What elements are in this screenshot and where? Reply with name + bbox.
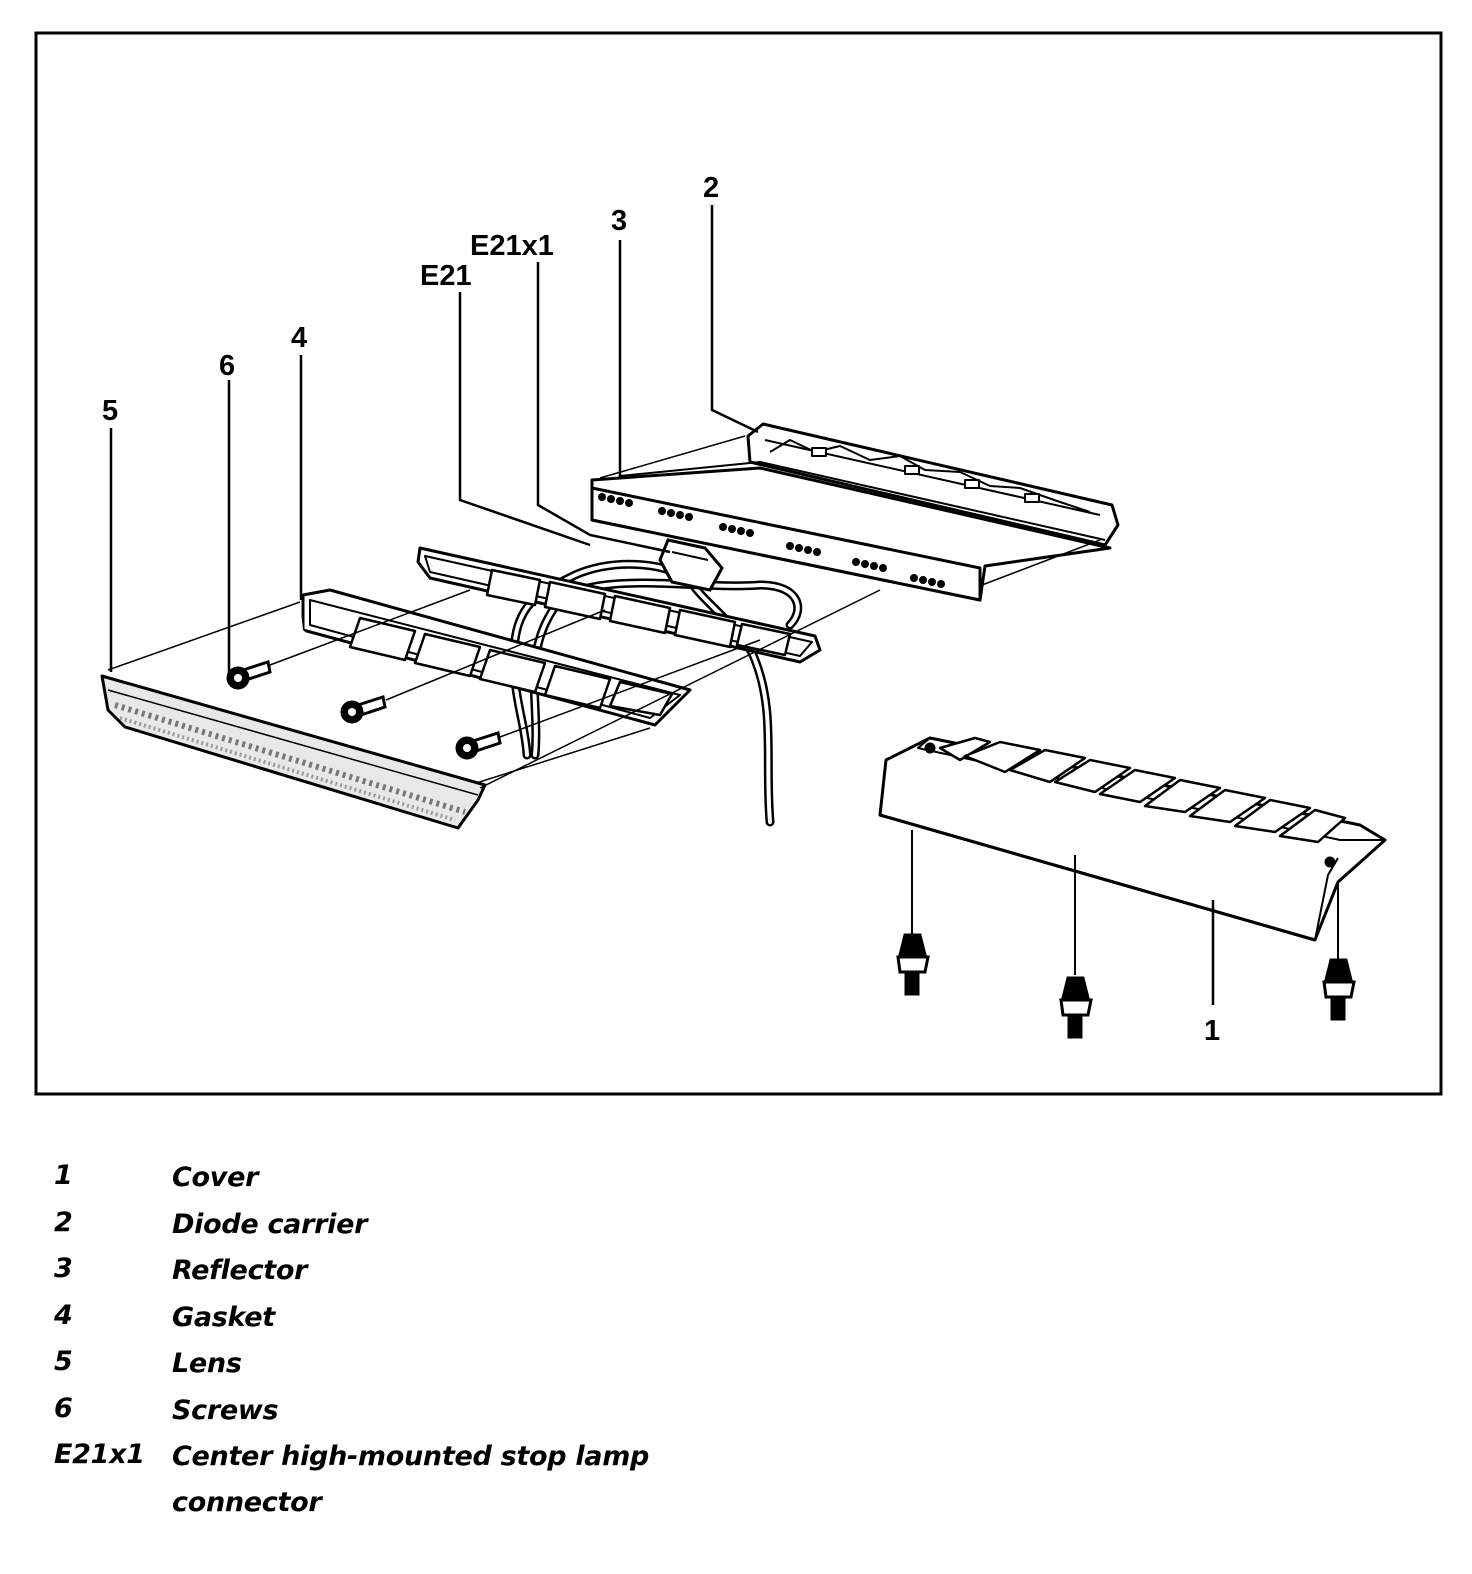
callout-3: 3 bbox=[611, 205, 627, 237]
legend-row: 1 Cover bbox=[54, 1160, 954, 1207]
legend-row: 2 Diode carrier bbox=[54, 1207, 954, 1254]
legend-desc: Screws bbox=[172, 1394, 279, 1426]
alignment-lines-upper bbox=[599, 435, 1101, 586]
clip-1 bbox=[896, 933, 930, 996]
callout-6: 6 bbox=[219, 350, 235, 382]
legend-key: 1 bbox=[54, 1160, 73, 1191]
cover bbox=[878, 736, 1387, 942]
alignment-lines-cover bbox=[911, 830, 1339, 975]
legend-desc: Diode carrier bbox=[172, 1208, 368, 1240]
legend-row: 6 Screws bbox=[54, 1393, 954, 1440]
lens bbox=[100, 601, 651, 830]
legend-key: 4 bbox=[54, 1299, 73, 1331]
callout-e21x1: E21x1 bbox=[470, 230, 554, 262]
leader-lines bbox=[109, 205, 1215, 1005]
legend-key: E21x1 bbox=[54, 1439, 145, 1470]
screw-2 bbox=[340, 695, 387, 724]
screw-3 bbox=[455, 731, 502, 760]
legend-row: 4 Gasket bbox=[54, 1300, 954, 1347]
legend-row: E21x1 Center high-mounted stop lamp conn… bbox=[54, 1439, 954, 1532]
legend-desc: Lens bbox=[172, 1348, 242, 1379]
legend-desc: Reflector bbox=[172, 1255, 308, 1286]
reflector bbox=[590, 461, 1112, 602]
alignment-lines-screws bbox=[269, 589, 881, 789]
callout-5: 5 bbox=[102, 395, 118, 427]
callout-1: 1 bbox=[1204, 1015, 1220, 1047]
legend-row: 3 Reflector bbox=[54, 1253, 954, 1300]
clips bbox=[896, 933, 1356, 1039]
legend-desc: Cover bbox=[172, 1162, 259, 1193]
gasket bbox=[416, 546, 822, 664]
callout-4: 4 bbox=[291, 322, 307, 354]
connector-e21x1 bbox=[658, 538, 724, 592]
legend-row: 5 Lens bbox=[54, 1346, 954, 1393]
callout-e21: E21 bbox=[420, 260, 472, 292]
screws bbox=[226, 660, 502, 760]
legend-key: 6 bbox=[54, 1392, 73, 1424]
legend-key: 5 bbox=[54, 1346, 73, 1377]
figure-frame bbox=[34, 31, 1443, 1096]
legend-key: 2 bbox=[54, 1206, 73, 1238]
clip-3 bbox=[1322, 958, 1356, 1021]
callout-2: 2 bbox=[703, 172, 719, 204]
parts-legend: 1 Cover 2 Diode carrier 3 Reflector 4 Ga… bbox=[54, 1160, 954, 1532]
legend-desc: Center high-mounted stop lamp connector bbox=[172, 1441, 650, 1518]
legend-key: 3 bbox=[54, 1253, 73, 1284]
clip-2 bbox=[1059, 976, 1093, 1039]
legend-desc: Gasket bbox=[172, 1301, 275, 1333]
